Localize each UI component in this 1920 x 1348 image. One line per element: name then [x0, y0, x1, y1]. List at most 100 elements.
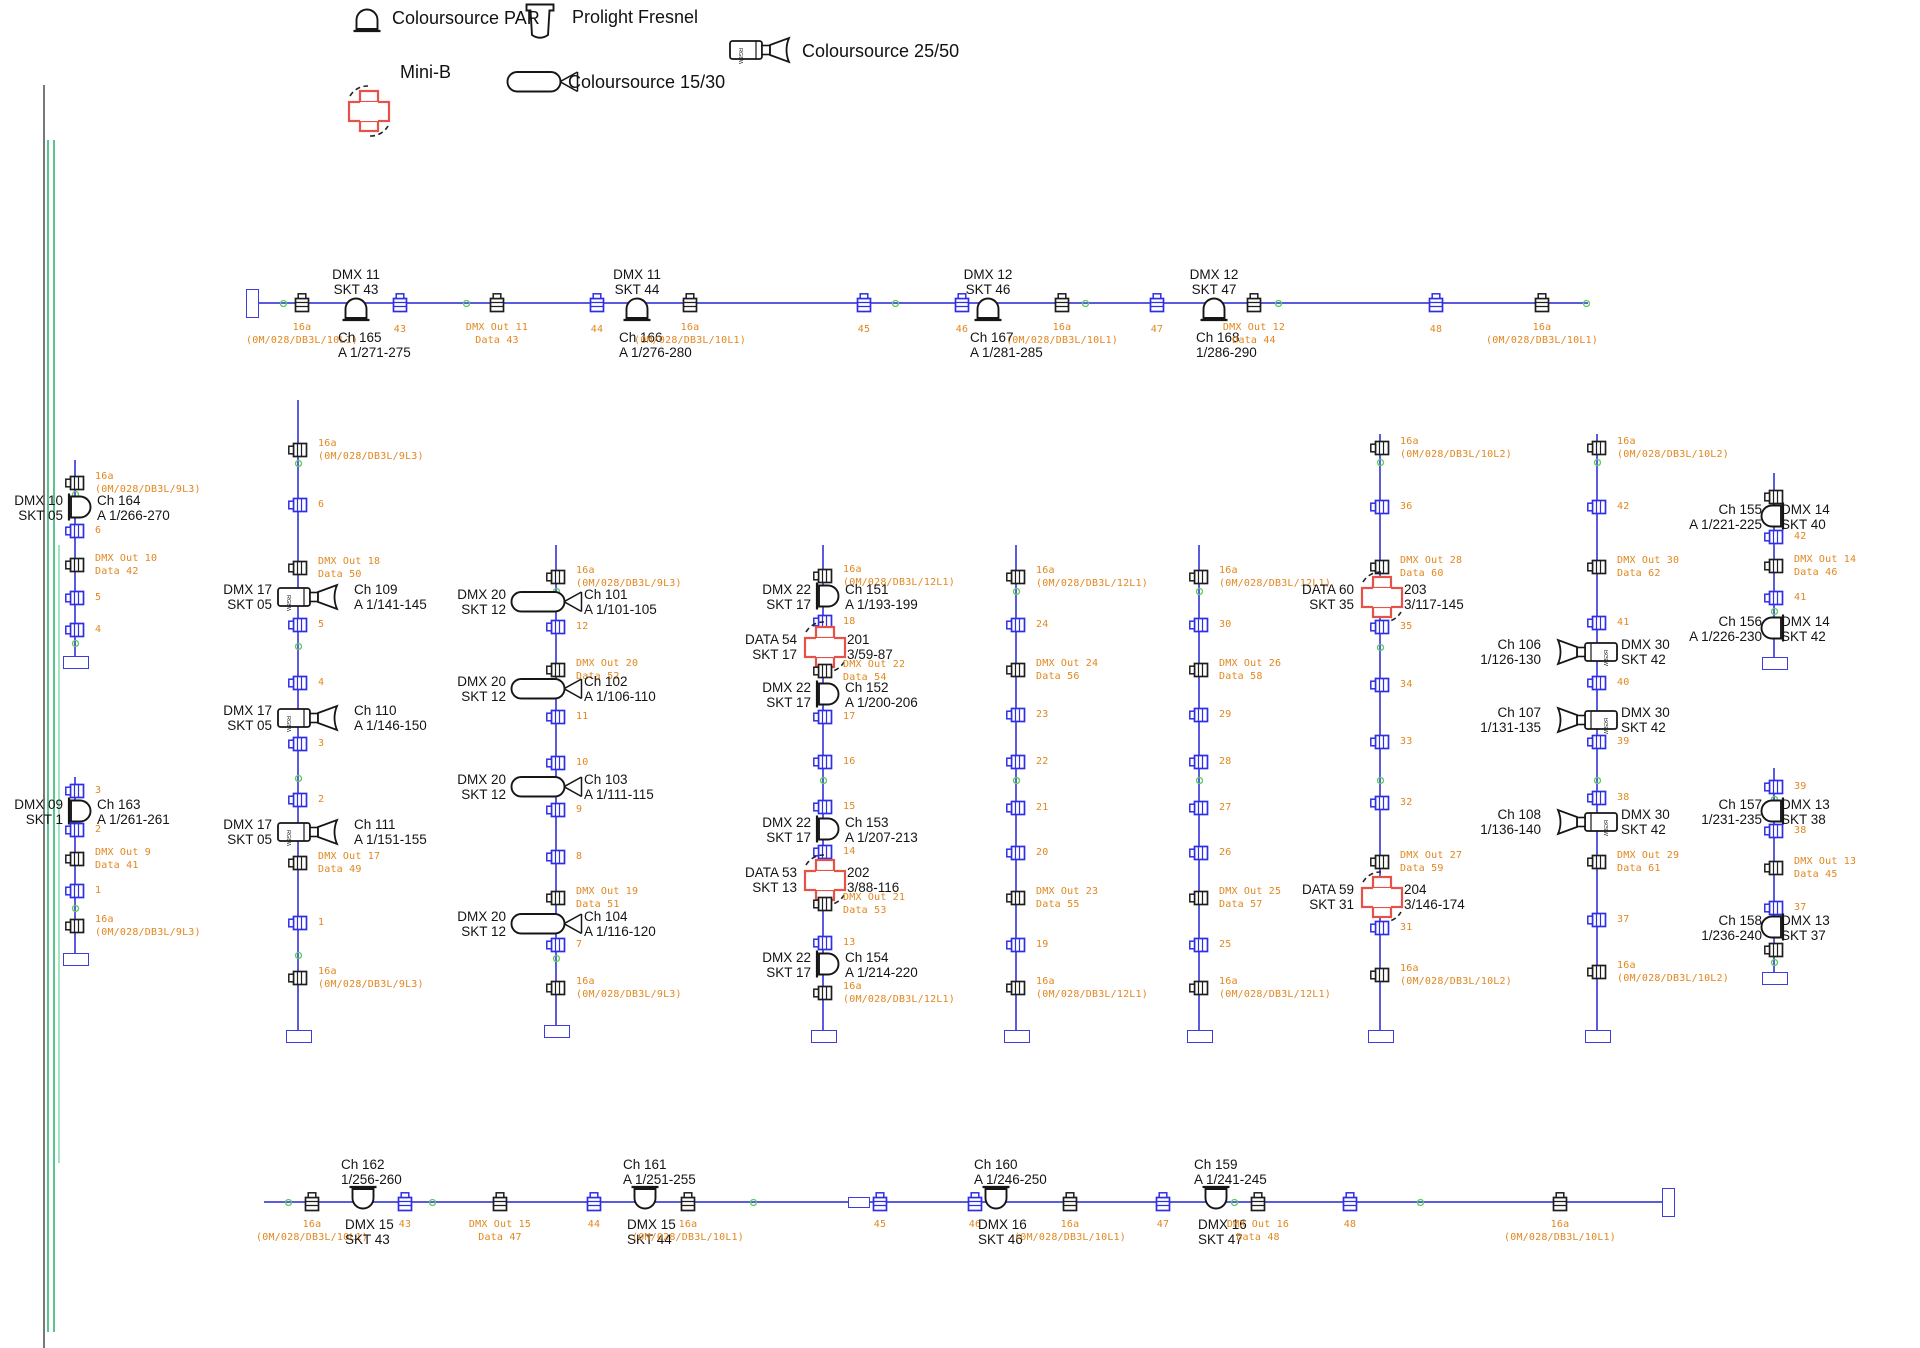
cs1530-fixture[interactable] — [510, 912, 584, 936]
socket-black-icon[interactable] — [489, 1192, 511, 1212]
socket-black-icon[interactable] — [291, 293, 313, 313]
socket-blue-icon[interactable] — [1188, 707, 1210, 723]
minib-fixture[interactable] — [1359, 570, 1405, 624]
par-fixture[interactable] — [1757, 797, 1787, 825]
socket-blue-icon[interactable] — [1005, 754, 1027, 770]
cs2550-fixture[interactable]: RGBW — [1545, 706, 1619, 734]
socket-black-icon[interactable] — [1531, 293, 1553, 313]
cs1530-fixture[interactable] — [510, 775, 584, 799]
socket-blue-icon[interactable] — [1586, 675, 1608, 691]
socket-blue-icon[interactable] — [545, 619, 567, 635]
socket-black-icon[interactable] — [1763, 942, 1785, 958]
cs1530-fixture[interactable] — [510, 677, 584, 701]
socket-blue-icon[interactable] — [1369, 499, 1391, 515]
socket-blue-icon[interactable] — [1369, 734, 1391, 750]
socket-black-icon[interactable] — [287, 855, 309, 871]
socket-blue-icon[interactable] — [64, 822, 86, 838]
socket-black-icon[interactable] — [1369, 967, 1391, 983]
socket-blue-icon[interactable] — [1188, 800, 1210, 816]
socket-black-icon[interactable] — [1005, 569, 1027, 585]
socket-blue-icon[interactable] — [853, 293, 875, 313]
socket-blue-icon[interactable] — [812, 709, 834, 725]
socket-black-icon[interactable] — [1059, 1192, 1081, 1212]
cs1530-fixture[interactable] — [510, 590, 584, 614]
socket-black-icon[interactable] — [1243, 293, 1265, 313]
socket-black-icon[interactable] — [545, 980, 567, 996]
socket-black-icon[interactable] — [1051, 293, 1073, 313]
socket-black-icon[interactable] — [486, 293, 508, 313]
socket-blue-icon[interactable] — [1586, 790, 1608, 806]
socket-blue-icon[interactable] — [1339, 1192, 1361, 1212]
socket-blue-icon[interactable] — [1188, 754, 1210, 770]
socket-black-icon[interactable] — [64, 918, 86, 934]
socket-blue-icon[interactable] — [287, 915, 309, 931]
socket-black-icon[interactable] — [1188, 569, 1210, 585]
socket-black-icon[interactable] — [1586, 559, 1608, 575]
socket-blue-icon[interactable] — [545, 709, 567, 725]
socket-blue-icon[interactable] — [64, 622, 86, 638]
socket-blue-icon[interactable] — [287, 617, 309, 633]
socket-blue-icon[interactable] — [812, 754, 834, 770]
socket-blue-icon[interactable] — [964, 1192, 986, 1212]
socket-black-icon[interactable] — [812, 985, 834, 1001]
socket-black-icon[interactable] — [545, 890, 567, 906]
socket-black-icon[interactable] — [1188, 890, 1210, 906]
par-fixture[interactable] — [981, 1184, 1011, 1212]
socket-black-icon[interactable] — [1247, 1192, 1269, 1212]
par-fixture[interactable] — [1201, 1184, 1231, 1212]
socket-blue-icon[interactable] — [1586, 734, 1608, 750]
socket-black-icon[interactable] — [1763, 489, 1785, 505]
socket-blue-icon[interactable] — [1152, 1192, 1174, 1212]
socket-black-icon[interactable] — [1005, 980, 1027, 996]
socket-blue-icon[interactable] — [1188, 937, 1210, 953]
par-fixture[interactable] — [1199, 295, 1229, 323]
socket-black-icon[interactable] — [545, 569, 567, 585]
socket-blue-icon[interactable] — [64, 783, 86, 799]
socket-black-icon[interactable] — [64, 557, 86, 573]
socket-blue-icon[interactable] — [545, 755, 567, 771]
socket-blue-icon[interactable] — [287, 497, 309, 513]
par-fixture[interactable] — [65, 797, 95, 825]
socket-blue-icon[interactable] — [1763, 900, 1785, 916]
socket-black-icon[interactable] — [64, 475, 86, 491]
cs2550-fixture[interactable]: RGBW — [1545, 808, 1619, 836]
socket-black-icon[interactable] — [1586, 440, 1608, 456]
socket-black-icon[interactable] — [1188, 980, 1210, 996]
socket-blue-icon[interactable] — [812, 935, 834, 951]
par-fixture[interactable] — [1757, 502, 1787, 530]
socket-black-icon[interactable] — [1549, 1192, 1571, 1212]
socket-black-icon[interactable] — [1763, 558, 1785, 574]
minib-fixture[interactable] — [802, 853, 848, 907]
socket-blue-icon[interactable] — [394, 1192, 416, 1212]
socket-blue-icon[interactable] — [1188, 845, 1210, 861]
socket-black-icon[interactable] — [287, 442, 309, 458]
socket-blue-icon[interactable] — [545, 849, 567, 865]
socket-blue-icon[interactable] — [1005, 800, 1027, 816]
socket-blue-icon[interactable] — [951, 293, 973, 313]
socket-black-icon[interactable] — [1005, 890, 1027, 906]
socket-blue-icon[interactable] — [1763, 779, 1785, 795]
par-fixture[interactable] — [348, 1184, 378, 1212]
socket-blue-icon[interactable] — [287, 792, 309, 808]
socket-black-icon[interactable] — [64, 851, 86, 867]
socket-blue-icon[interactable] — [1005, 937, 1027, 953]
socket-black-icon[interactable] — [301, 1192, 323, 1212]
par-fixture[interactable] — [622, 295, 652, 323]
socket-blue-icon[interactable] — [545, 802, 567, 818]
par-fixture[interactable] — [630, 1184, 660, 1212]
socket-black-icon[interactable] — [1369, 440, 1391, 456]
socket-blue-icon[interactable] — [389, 293, 411, 313]
cs2550-fixture[interactable]: RGBW — [1545, 638, 1619, 666]
par-fixture[interactable] — [813, 582, 843, 610]
socket-blue-icon[interactable] — [869, 1192, 891, 1212]
socket-blue-icon[interactable] — [545, 937, 567, 953]
socket-black-icon[interactable] — [545, 662, 567, 678]
socket-blue-icon[interactable] — [1005, 845, 1027, 861]
cs2550-fixture[interactable]: RGBW — [276, 704, 350, 732]
par-fixture[interactable] — [973, 295, 1003, 323]
socket-black-icon[interactable] — [1005, 662, 1027, 678]
socket-blue-icon[interactable] — [1763, 529, 1785, 545]
socket-blue-icon[interactable] — [1763, 823, 1785, 839]
par-fixture[interactable] — [65, 493, 95, 521]
socket-blue-icon[interactable] — [1763, 590, 1785, 606]
